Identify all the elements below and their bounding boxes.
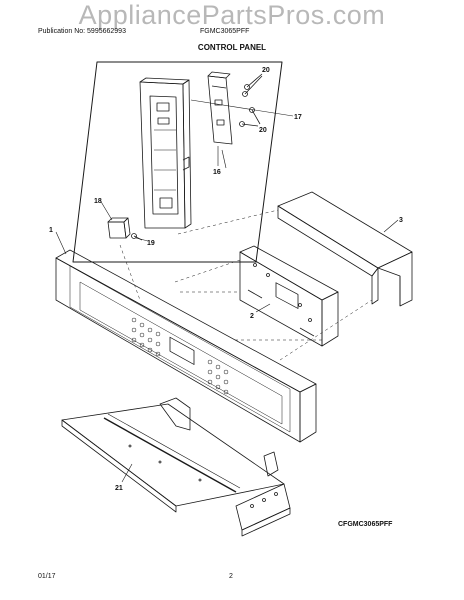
watermark-text: AppliancePartsPros.com	[78, 0, 386, 30]
part-17-trim-bezel	[139, 77, 192, 229]
callout-3: 3	[399, 217, 403, 224]
callout-18: 18	[94, 198, 102, 205]
part-21-support-shelf	[61, 397, 291, 537]
leader-lines	[55, 99, 399, 483]
part-18-knob	[107, 217, 131, 239]
alignment-lines	[119, 209, 373, 361]
callout-20-lower: 20	[259, 127, 267, 134]
callout-17: 17	[294, 114, 302, 121]
page-number: 2	[229, 573, 233, 580]
footer-date: 01/17	[38, 573, 56, 580]
callout-20-upper: 20	[262, 67, 270, 74]
section-title: CONTROL PANEL	[197, 43, 267, 52]
callout-19: 19	[147, 240, 155, 247]
publication-number: Publication No: 5995662993	[38, 28, 126, 35]
callout-21: 21	[115, 485, 123, 492]
callout-1: 1	[49, 227, 53, 234]
model-number: FGMC3065PFF	[200, 28, 250, 35]
inset-box	[72, 61, 283, 263]
diagram-code: CFGMC3065PFF	[338, 521, 393, 528]
part-16-bracket	[207, 71, 233, 169]
callout-2: 2	[250, 313, 254, 320]
part-2-control-board	[239, 245, 339, 347]
part-20-screws	[239, 73, 263, 127]
part-3-trim-bar	[277, 191, 413, 307]
keypad-buttons	[131, 317, 229, 395]
callout-16: 16	[213, 169, 221, 176]
part-1-control-panel	[55, 249, 317, 443]
